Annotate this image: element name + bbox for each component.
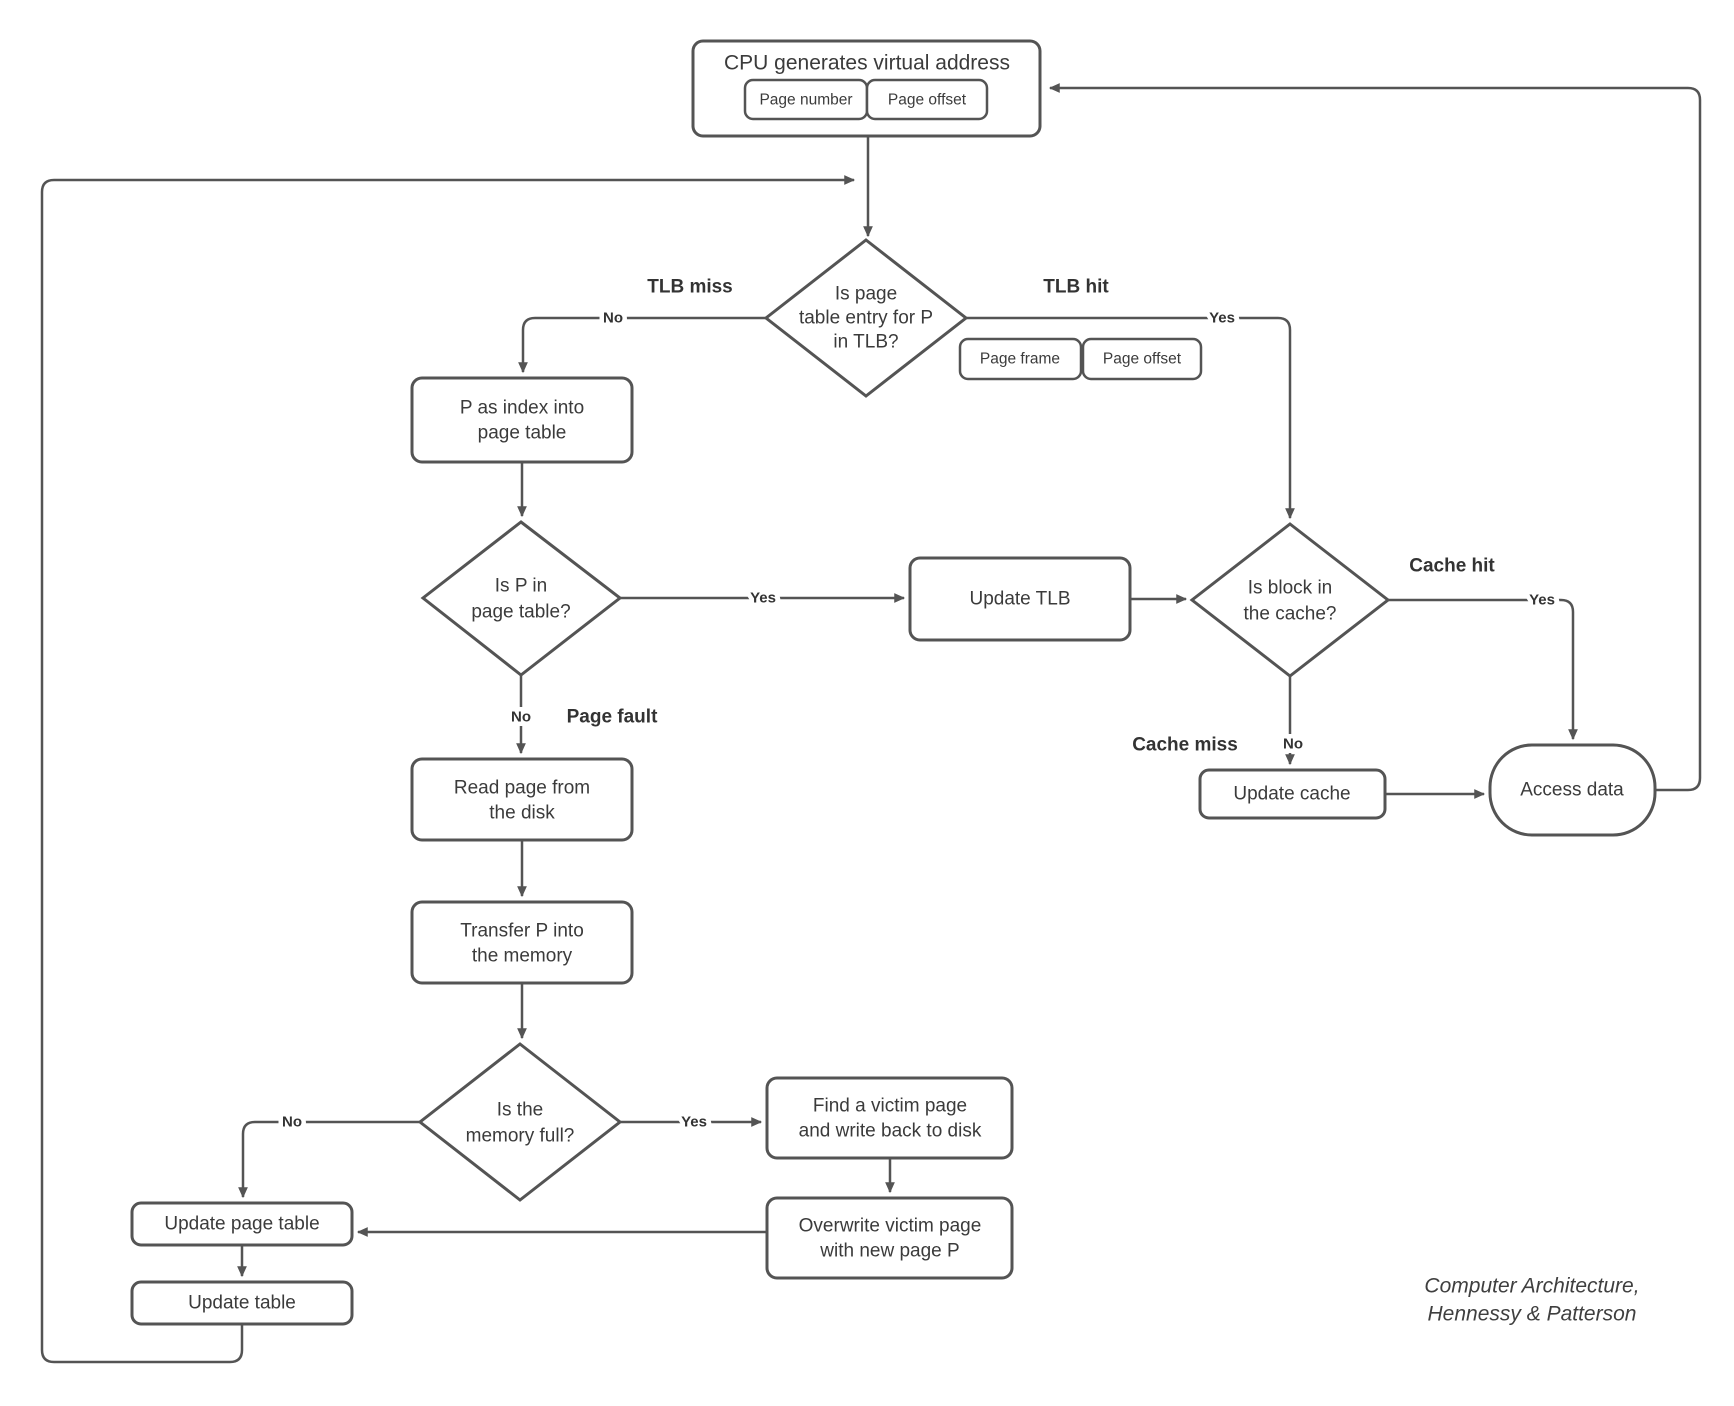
memory-decision-line1: Is the (497, 1100, 543, 1121)
label-tlb-hit: TLB hit (1043, 277, 1109, 298)
access-data-label: Access data (1520, 780, 1624, 801)
pt-decision-line2: page table? (471, 602, 570, 623)
tlb-decision-diamond (763, 238, 969, 398)
attribution-line1: Computer Architecture, (1424, 1275, 1639, 1298)
update-table-label: Update table (188, 1293, 296, 1314)
overwrite-victim-line1: Overwrite victim page (799, 1216, 982, 1237)
attribution-line2: Hennessy & Patterson (1428, 1303, 1637, 1326)
update-tlb-box (908, 556, 1132, 642)
tlb-decision-line3: in TLB? (833, 332, 898, 353)
overwrite-victim-box (765, 1196, 1014, 1280)
page-offset-label: Page offset (888, 92, 967, 109)
tlb-decision-line2: table entry for P (799, 308, 933, 329)
update-table-box (130, 1280, 354, 1326)
p-index-line1: P as index into (460, 398, 584, 419)
p-index-line2: page table (478, 423, 567, 444)
label-pt-no: No (511, 709, 531, 726)
label-cache-hit: Cache hit (1409, 556, 1495, 577)
update-page-table-box (130, 1201, 354, 1247)
page-frame-label: Page frame (980, 351, 1060, 368)
find-victim-box (765, 1076, 1014, 1160)
update-tlb-label: Update TLB (969, 589, 1070, 610)
transfer-p-box (410, 900, 634, 985)
pt-decision-line1: Is P in (495, 576, 547, 597)
label-tlb-no: No (603, 310, 623, 327)
page-frame-field (958, 337, 1083, 381)
update-page-table-label: Update page table (164, 1214, 319, 1235)
read-page-line2: the disk (489, 803, 555, 824)
cache-decision-line2: the cache? (1244, 604, 1337, 625)
page-offset2-label: Page offset (1103, 351, 1182, 368)
label-page-fault: Page fault (567, 707, 658, 728)
cache-decision-line1: Is block in (1248, 578, 1332, 599)
edge-cache-yes (1388, 598, 1578, 741)
edge-tlb-yes (966, 316, 1295, 520)
label-pt-yes: Yes (750, 590, 776, 607)
find-victim-line1: Find a victim page (813, 1096, 967, 1117)
cache-decision-diamond (1189, 522, 1391, 678)
p-index-box (410, 376, 634, 464)
label-tlb-yes: Yes (1209, 310, 1235, 327)
label-cache-yes: Yes (1529, 592, 1555, 609)
edge-update-table-loop-to-tlb (40, 175, 856, 1364)
label-mem-yes: Yes (681, 1114, 707, 1131)
read-page-line1: Read page from (454, 778, 590, 799)
update-cache-box (1198, 768, 1387, 820)
edge-access-return-to-cpu (1048, 83, 1702, 792)
page-offset2-field (1081, 337, 1203, 381)
memory-decision-diamond (417, 1042, 623, 1202)
label-mem-no: No (282, 1114, 302, 1131)
label-tlb-miss: TLB miss (647, 277, 733, 298)
tlb-decision-line1: Is page (835, 284, 897, 305)
read-page-box (410, 757, 634, 842)
cpu-box-label: CPU generates virtual address (724, 52, 1010, 75)
overwrite-victim-line2: with new page P (819, 1241, 959, 1262)
label-cache-miss: Cache miss (1132, 735, 1238, 756)
page-table-decision-diamond (420, 520, 623, 677)
page-number-label: Page number (759, 92, 852, 109)
find-victim-line2: and write back to disk (799, 1121, 982, 1142)
memory-decision-line2: memory full? (466, 1126, 575, 1147)
transfer-p-line1: Transfer P into (460, 921, 584, 942)
update-cache-label: Update cache (1233, 784, 1350, 805)
edge-mem-no (238, 1120, 420, 1199)
page-offset-field (865, 78, 989, 121)
transfer-p-line2: the memory (472, 946, 573, 967)
edge-tlb-no (518, 316, 766, 374)
access-data-terminator (1488, 743, 1657, 837)
label-cache-no: No (1283, 736, 1303, 753)
